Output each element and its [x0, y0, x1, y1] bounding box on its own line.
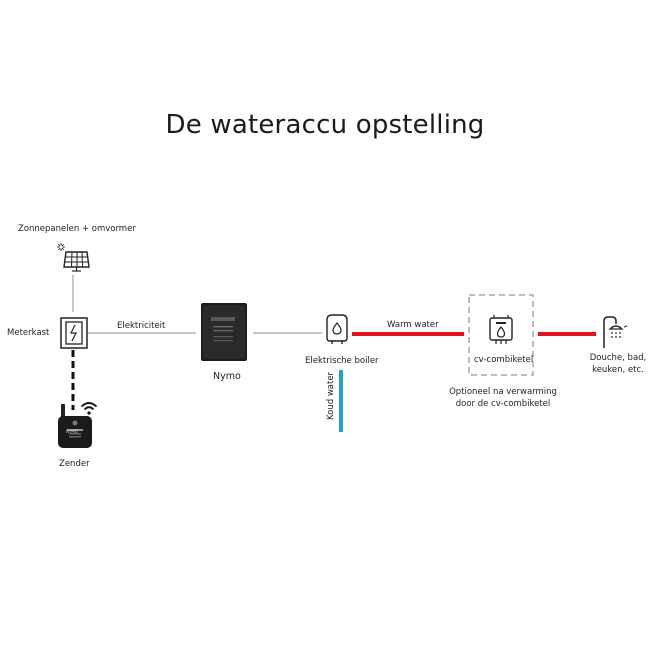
boiler-icon: [326, 314, 348, 344]
shower-icon: [603, 316, 628, 348]
cv-label: cv-combiketel: [474, 355, 534, 365]
page-title: De wateraccu opstelling: [165, 110, 485, 140]
cv-boiler-icon: [489, 315, 513, 344]
nymo-device-icon: [201, 303, 247, 361]
solar-panel-icon: [57, 243, 90, 272]
optional-dashed-box: [468, 294, 534, 376]
nymo-label: Nymo: [213, 371, 241, 382]
optional-label: Optioneel na verwarming door de cv-combi…: [449, 387, 557, 409]
electricity-label: Elektriciteit: [117, 321, 166, 331]
shower-label: Douche, bad, keuken, etc.: [589, 353, 647, 375]
wifi-icon: [80, 402, 98, 415]
solar-label: Zonnepanelen + omvormer: [18, 224, 136, 234]
warm-water-label: Warm water: [387, 320, 439, 330]
sender-label: Zender: [59, 459, 90, 469]
meter-label: Meterkast: [7, 328, 50, 338]
boiler-label: Elektrische boiler: [305, 356, 379, 366]
meter-cabinet-icon: [60, 317, 88, 349]
sender-brand-label: NYMO: [66, 429, 79, 434]
sender-device-icon: [58, 404, 92, 448]
